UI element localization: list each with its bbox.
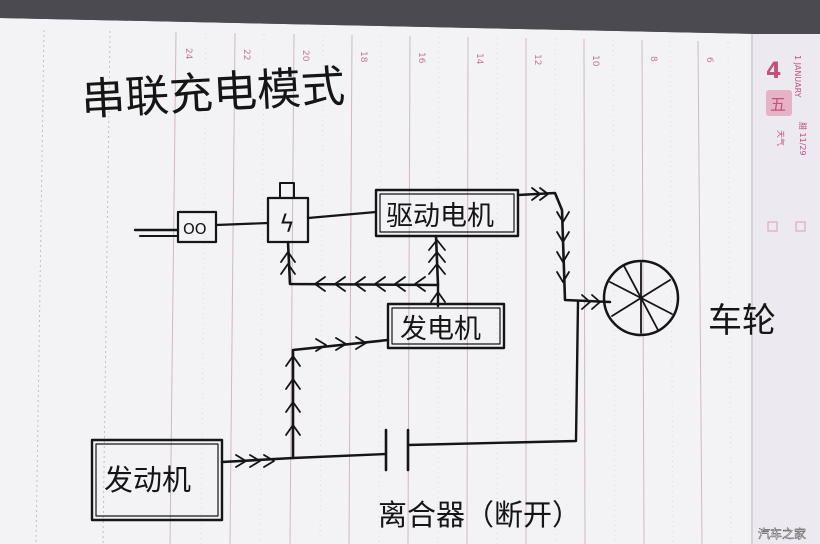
column-number: 8	[648, 56, 658, 62]
engine-label: 发动机	[104, 463, 191, 497]
column-number: 14	[474, 53, 484, 65]
column-number: 20	[300, 50, 310, 62]
battery-box	[176, 210, 218, 244]
watermark: 汽车之家	[758, 526, 806, 541]
column-number: 16	[416, 52, 426, 64]
calendar-weekday: 五	[770, 95, 786, 114]
generator-box	[386, 302, 506, 350]
column-number: 10	[590, 55, 600, 67]
drive-motor-box	[374, 188, 520, 238]
drive-to-wheel-path	[516, 191, 612, 304]
calendar-strip	[752, 34, 820, 544]
calendar-month: 1 JANUARY	[793, 55, 802, 98]
clutch-label: 离合器（断开）	[378, 498, 581, 532]
column-number: 18	[358, 51, 368, 63]
charge-to-inverter-path	[286, 234, 440, 287]
battery-label: OO	[183, 220, 207, 238]
clutch-right-line	[406, 300, 580, 447]
diagram: 串联充电模式 OO ϟ 驱动电机	[80, 61, 776, 532]
column-numbers: 24 22 20 18 16 14 12 10 8 6	[183, 48, 714, 67]
clutch-left-line	[291, 452, 388, 460]
generator-label: 发电机	[400, 314, 481, 345]
calendar-tab: 4 1 JANUARY 五 腊 11/29 天气	[766, 55, 807, 232]
engine-box	[90, 438, 224, 522]
column-number: 22	[241, 49, 251, 60]
column-number: 12	[532, 54, 542, 65]
column-number: 6	[704, 57, 714, 63]
weekday-badge	[766, 90, 792, 116]
wheel-label: 车轮	[708, 301, 776, 341]
inverter-label: ϟ	[279, 210, 295, 238]
drive-motor-label: 驱动电机	[386, 201, 494, 232]
calendar-day: 4	[766, 59, 781, 84]
wheel-icon	[602, 259, 680, 337]
column-number: 24	[183, 48, 193, 60]
calendar-lunar: 腊 11/29	[798, 122, 807, 156]
calendar-weather: 天气	[776, 130, 786, 146]
page-edge-shadow	[0, 0, 820, 34]
